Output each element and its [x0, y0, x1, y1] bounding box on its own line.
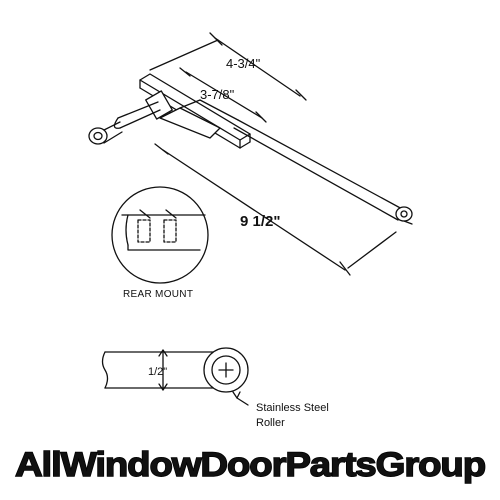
crank-handle: [88, 90, 173, 145]
brand-logo: AllWindowDoorPartsGroup: [15, 446, 485, 484]
operator-arm: [233, 119, 413, 225]
dim-line-4-3-4: [149, 32, 307, 101]
roller-label-line2: Roller: [256, 417, 285, 429]
roller-height-label: 1/2": [148, 366, 167, 378]
dim-line-9-1-2: [154, 143, 397, 276]
dim-label-3-7-8: 3-7/8": [200, 87, 235, 102]
dim-label-4-3-4: 4-3/4": [226, 56, 261, 71]
roller-detail: [101, 347, 249, 406]
rear-mount-label: REAR MOUNT: [123, 289, 193, 300]
roller-label-line1: Stainless Steel: [256, 402, 329, 414]
rear-mount-detail: [111, 186, 209, 284]
dim-label-9-1-2: 9 1/2": [240, 213, 280, 230]
dim-line-3-7-8: [179, 67, 267, 123]
